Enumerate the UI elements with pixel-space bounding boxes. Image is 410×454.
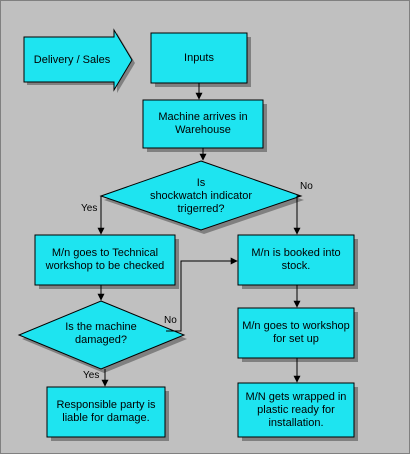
- workshop-set-up-node: [237, 307, 355, 359]
- responsible-party-node: [46, 386, 166, 438]
- shockwatch-yes-label: Yes: [81, 203, 98, 214]
- damaged-no-label: No: [164, 315, 177, 326]
- damaged-yes-label: Yes: [83, 370, 100, 381]
- machine-arrives-node: [142, 99, 264, 149]
- inputs-node: [150, 32, 248, 84]
- damaged-no-connector: [166, 257, 238, 332]
- wrapped-plastic-node: [237, 382, 355, 438]
- shockwatch-decision-node: [99, 160, 303, 231]
- delivery-sales-arrow-node: [23, 28, 133, 92]
- shockwatch-no-connector: [293, 195, 301, 235]
- damaged-decision-node: [17, 300, 186, 370]
- technical-workshop-node: [34, 234, 176, 286]
- booked-into-stock-node: [237, 234, 355, 286]
- shockwatch-no-label: No: [300, 181, 313, 192]
